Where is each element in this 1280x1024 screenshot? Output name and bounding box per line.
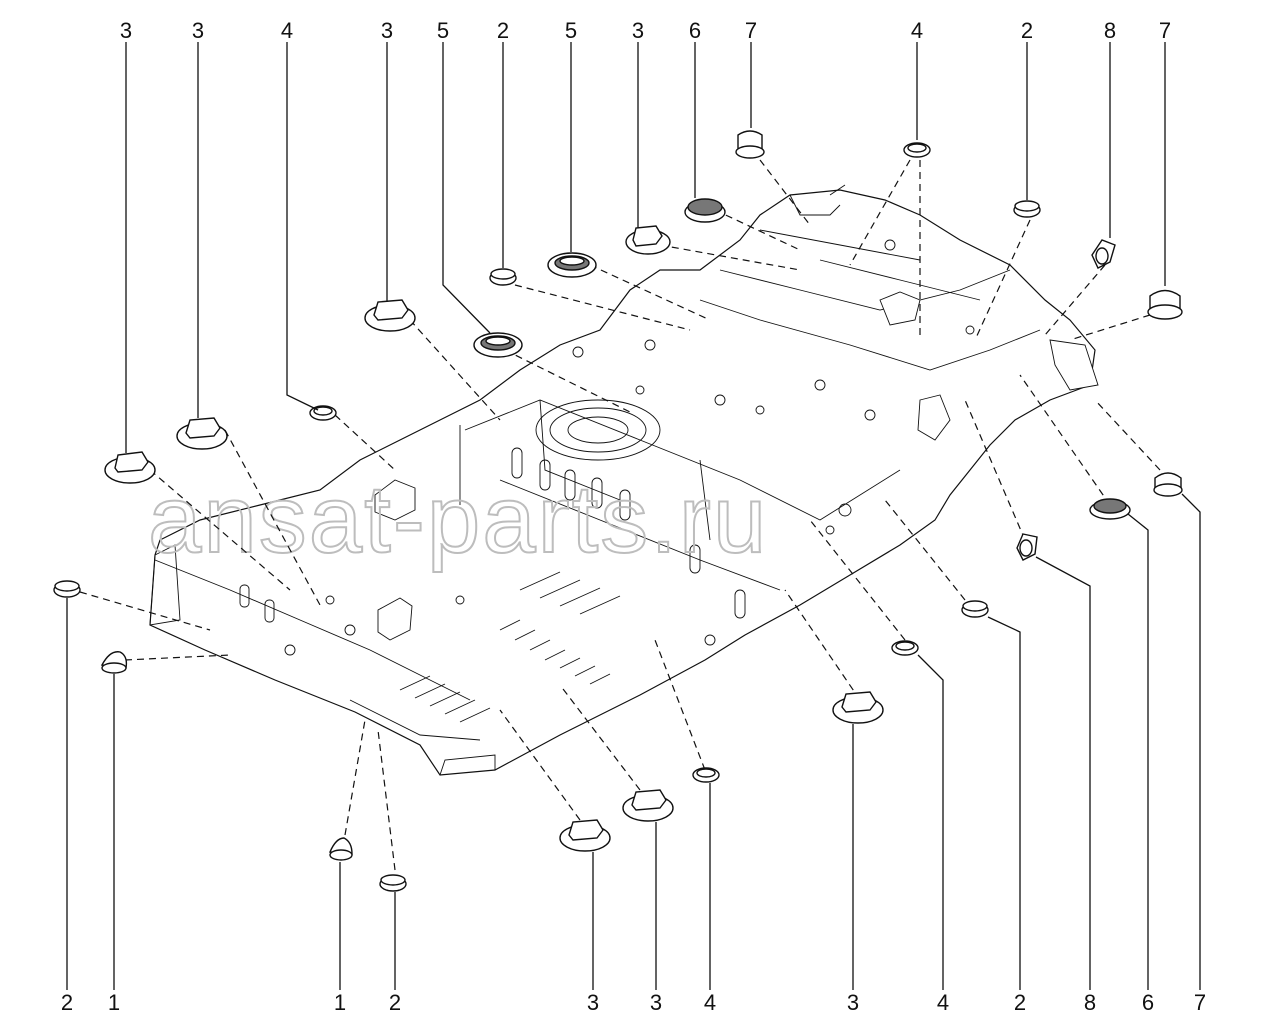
plug-2-b bbox=[1013, 200, 1041, 218]
callout-leader-lines bbox=[66, 42, 1201, 990]
plug-4-d bbox=[891, 640, 919, 656]
grommet-5-a bbox=[473, 332, 523, 358]
clip-3-a bbox=[104, 451, 156, 484]
fastener-parts bbox=[53, 130, 1183, 892]
clip-3-g bbox=[832, 691, 884, 724]
grommet-5-b bbox=[547, 252, 597, 278]
assembly-leader-lines bbox=[79, 159, 1161, 871]
callout-top-10: 7 bbox=[745, 18, 757, 43]
callout-top-14: 7 bbox=[1159, 18, 1171, 43]
callout-bottom-2: 1 bbox=[108, 990, 120, 1015]
callout-bottom-13: 7 bbox=[1194, 990, 1206, 1015]
cap-1-b bbox=[328, 837, 353, 861]
callout-bottom-11: 8 bbox=[1084, 990, 1096, 1015]
callout-top-7: 5 bbox=[565, 18, 577, 43]
plug-4-b bbox=[309, 405, 337, 421]
plug-4-c bbox=[692, 767, 720, 783]
cap-1-a bbox=[100, 651, 128, 674]
callout-bottom-8: 3 bbox=[847, 990, 859, 1015]
callout-numbers: 3 3 4 3 5 2 5 3 6 7 4 2 8 7 2 1 1 2 3 3 … bbox=[61, 18, 1206, 1015]
clip-3-e bbox=[559, 819, 611, 852]
callout-bottom-6: 3 bbox=[650, 990, 662, 1015]
plug-6-b bbox=[1089, 498, 1131, 520]
callout-top-11: 4 bbox=[911, 18, 923, 43]
callout-bottom-4: 2 bbox=[389, 990, 401, 1015]
callout-bottom-3: 1 bbox=[334, 990, 346, 1015]
callout-bottom-9: 4 bbox=[937, 990, 949, 1015]
callout-bottom-10: 2 bbox=[1014, 990, 1026, 1015]
plug-2-a bbox=[489, 268, 517, 286]
plug-2-e bbox=[961, 600, 989, 618]
watermark-text: ansat-parts.ru bbox=[148, 466, 768, 573]
callout-top-13: 8 bbox=[1104, 18, 1116, 43]
plug-4-a bbox=[903, 142, 931, 158]
floor-panel-assembly bbox=[149, 184, 1099, 776]
callout-top-3: 4 bbox=[281, 18, 293, 43]
clip-3-f bbox=[622, 789, 674, 822]
callout-bottom-7: 4 bbox=[704, 990, 716, 1015]
clip-3-b bbox=[176, 417, 228, 450]
plug-6-a bbox=[684, 198, 726, 223]
callout-top-12: 2 bbox=[1021, 18, 1033, 43]
callout-top-5: 5 bbox=[437, 18, 449, 43]
callout-top-9: 6 bbox=[689, 18, 701, 43]
callout-top-6: 2 bbox=[497, 18, 509, 43]
cap-7-a bbox=[735, 130, 765, 159]
callout-bottom-5: 3 bbox=[587, 990, 599, 1015]
callout-top-8: 3 bbox=[632, 18, 644, 43]
clip-8-b bbox=[1016, 533, 1038, 561]
callout-top-2: 3 bbox=[192, 18, 204, 43]
clip-8-a bbox=[1091, 239, 1116, 269]
clip-3-d bbox=[625, 225, 671, 255]
callout-bottom-1: 2 bbox=[61, 990, 73, 1015]
clip-3-c bbox=[364, 299, 416, 332]
callout-bottom-12: 6 bbox=[1142, 990, 1154, 1015]
callout-top-4: 3 bbox=[381, 18, 393, 43]
callout-top-1: 3 bbox=[120, 18, 132, 43]
plug-2-d bbox=[379, 874, 407, 892]
plug-2-c bbox=[53, 580, 81, 598]
cap-7-b bbox=[1147, 289, 1183, 320]
cap-7-c bbox=[1153, 472, 1183, 497]
